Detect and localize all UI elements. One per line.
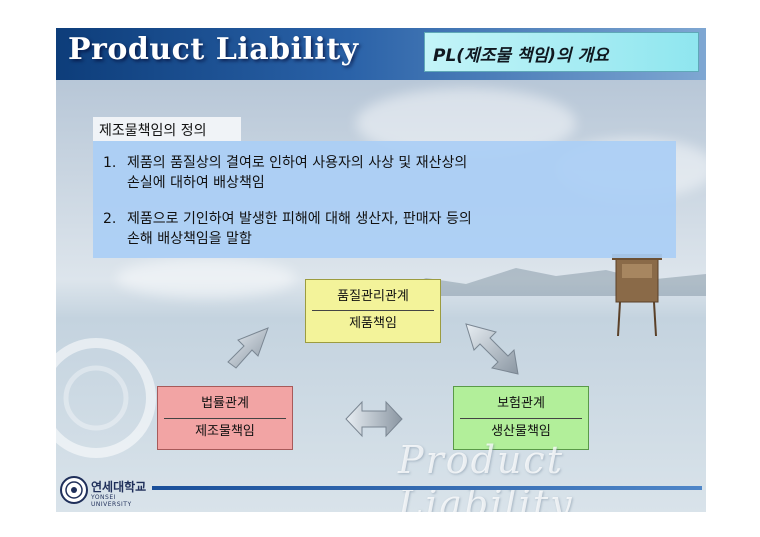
double-arrow-icon [227, 327, 269, 369]
header-bar: Product Liability PL(제조물 책임)의 개요 [56, 28, 706, 80]
ring-decoration [56, 338, 156, 458]
item-line: 제품으로 기인하여 발생한 피해에 대해 생산자, 판매자 등의 [127, 211, 472, 227]
item-line: 손해 배상책임을 말함 [127, 231, 252, 247]
item-line: 손실에 대하여 배상책임 [127, 175, 265, 191]
double-arrow-icon [465, 323, 519, 375]
box-bottom-label: 제품책임 [349, 316, 397, 331]
box-top-label: 품질관리관계 [337, 289, 409, 304]
box-divider [460, 418, 582, 419]
university-name-en: YONSEI UNIVERSITY [91, 494, 132, 508]
box-top-label: 법률관계 [201, 396, 249, 411]
cabinet-decoration [612, 254, 662, 337]
item-number: 1. [103, 155, 117, 171]
quality-management-box: 품질관리관계 제품책임 [305, 279, 441, 343]
definition-label-box: 제조물책임의 정의 [93, 117, 241, 141]
slide: Product Liability PL(제조물 책임)의 개요 제조물책임의 … [56, 28, 706, 512]
cloud-decoration [116, 258, 296, 298]
slide-title: Product Liability [68, 32, 359, 67]
item-number: 2. [103, 211, 117, 227]
university-seal-icon [60, 476, 88, 504]
university-logo: 연세대학교 YONSEI UNIVERSITY [58, 474, 154, 510]
university-name: 연세대학교 [91, 480, 147, 494]
definition-box: 1. 제품의 품질상의 결여로 인하여 사용자의 사상 및 재산상의 손실에 대… [93, 141, 676, 258]
subtitle-text: PL(제조물 책임)의 개요 [433, 46, 609, 66]
footer-bar [152, 486, 702, 490]
watermark-text: Product Liability [398, 438, 574, 512]
box-divider [312, 310, 434, 311]
item-line: 제품의 품질상의 결여로 인하여 사용자의 사상 및 재산상의 [127, 155, 468, 171]
subtitle-box: PL(제조물 책임)의 개요 [424, 32, 699, 72]
box-divider [164, 418, 286, 419]
double-arrow-icon [345, 400, 403, 438]
law-relation-box: 법률관계 제조물책임 [157, 386, 293, 450]
insurance-relation-box: 보험관계 생산물책임 [453, 386, 589, 450]
box-bottom-label: 생산물책임 [491, 424, 551, 439]
box-top-label: 보험관계 [497, 396, 545, 411]
box-bottom-label: 제조물책임 [195, 424, 255, 439]
definition-label: 제조물책임의 정의 [99, 123, 207, 139]
